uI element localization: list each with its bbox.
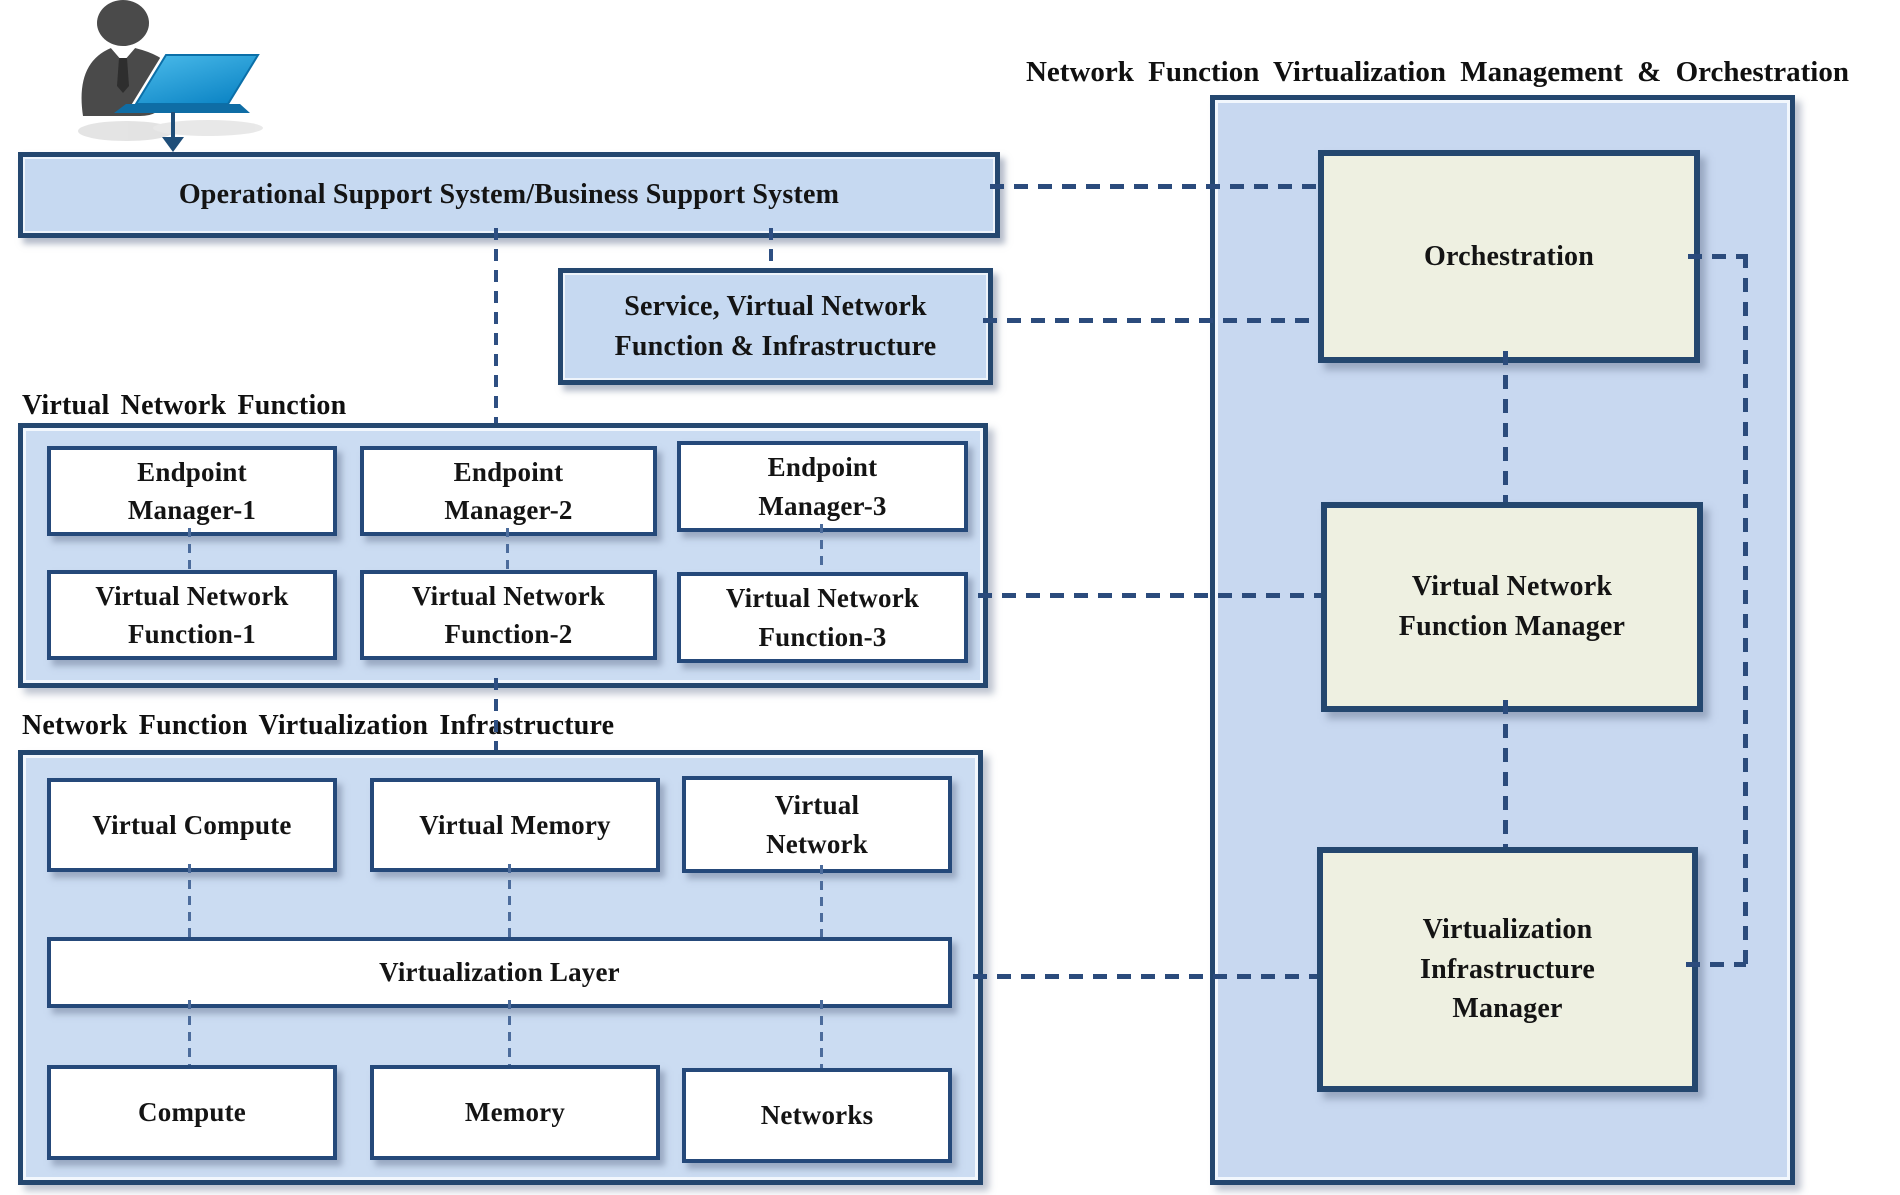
compute-box: Compute <box>47 1065 337 1160</box>
endpoint-manager-3-box: Endpoint Manager-3 <box>677 441 968 532</box>
orchestration-elbow-horizontal-dashed-line <box>1688 254 1748 259</box>
virtual-compute-box: Virtual Compute <box>47 778 337 872</box>
virtualization-layer-box: Virtualization Layer <box>47 937 952 1008</box>
vnf3-line1: Virtual Network <box>725 583 920 614</box>
virtual-network-function-1-box: Virtual Network Function-1 <box>47 570 337 660</box>
nfvi-to-vim-dashed-line <box>973 974 1317 979</box>
service-box-line2: Function & Infrastructure <box>614 330 937 362</box>
virtual-network-line1: Virtual <box>774 790 860 821</box>
mano-title: Network Function Virtualization Manageme… <box>1025 56 1849 88</box>
service-box-line1: Service, Virtual Network <box>624 290 927 322</box>
orchestration-to-vnfm-dashed-line <box>1503 351 1508 502</box>
vnfm-to-vim-dashed-line <box>1503 700 1508 847</box>
vim-line3: Manager <box>1452 993 1563 1025</box>
vnf2-line2: Function-2 <box>444 619 573 649</box>
vim-line1: Virtualization <box>1422 913 1593 945</box>
vcompute-to-vlayer-dashed-line <box>188 864 191 937</box>
admin-user-icon <box>78 0 265 141</box>
nfvi-section-label: Network Function Virtualization Infrastr… <box>22 710 615 741</box>
virtual-network-box: Virtual Network <box>682 776 952 873</box>
vmemory-to-vlayer-dashed-line <box>508 864 511 937</box>
oss-to-orchestration-dashed-line <box>990 184 1318 189</box>
arrow-down-icon <box>162 137 184 152</box>
vim-elbow-horizontal-dashed-line <box>1686 962 1746 967</box>
vnf-to-nfvi-dashed-line <box>494 678 498 750</box>
virtual-network-function-3-box: Virtual Network Function-3 <box>677 572 968 663</box>
virtual-memory-label: Virtual Memory <box>419 809 611 840</box>
orchestration-label: Orchestration <box>1423 240 1595 272</box>
em1-line1: Endpoint <box>137 456 247 487</box>
oss-bss-box: Operational Support System/Business Supp… <box>18 152 1000 238</box>
memory-box: Memory <box>370 1065 660 1160</box>
virtualization-infrastructure-manager-box: Virtualization Infrastructure Manager <box>1317 847 1698 1092</box>
oss-to-service-dashed-line <box>769 228 773 268</box>
vlayer-to-compute-dashed-line <box>188 1000 191 1065</box>
service-vnf-infrastructure-box: Service, Virtual Network Function & Infr… <box>558 268 993 385</box>
vim-line2: Infrastructure <box>1420 953 1595 985</box>
endpoint-manager-1-box: Endpoint Manager-1 <box>47 446 337 536</box>
endpoint-manager-2-box: Endpoint Manager-2 <box>360 446 657 536</box>
orchestration-to-vim-vertical-dashed-line <box>1743 254 1748 966</box>
em2-line2: Manager-2 <box>444 495 573 525</box>
vlayer-to-memory-dashed-line <box>508 1000 511 1065</box>
virtual-compute-label: Virtual Compute <box>92 809 292 840</box>
vnfm-line1: Virtual Network <box>1411 571 1613 603</box>
virtual-network-function-2-box: Virtual Network Function-2 <box>360 570 657 660</box>
vlayer-to-networks-dashed-line <box>820 1000 823 1068</box>
vnf3-line2: Function-3 <box>758 621 887 652</box>
virtual-memory-box: Virtual Memory <box>370 778 660 872</box>
vnf1-line1: Virtual Network <box>95 580 289 611</box>
oss-to-vnf-dashed-line <box>494 228 498 423</box>
em1-to-vnf1-dashed-line <box>188 528 191 570</box>
networks-box: Networks <box>682 1068 952 1163</box>
oss-bss-label: Operational Support System/Business Supp… <box>178 179 840 211</box>
em3-line1: Endpoint <box>767 452 878 483</box>
virtualization-layer-label: Virtualization Layer <box>379 957 620 988</box>
vnf2-line1: Virtual Network <box>411 580 606 611</box>
user-to-oss-arrow <box>171 112 175 138</box>
vnetwork-to-vlayer-dashed-line <box>820 865 823 937</box>
networks-label: Networks <box>760 1100 874 1131</box>
vnf1-line2: Function-1 <box>127 619 256 649</box>
em2-line1: Endpoint <box>453 456 564 487</box>
em3-to-vnf3-dashed-line <box>820 524 823 572</box>
vnf-section-label: Virtual Network Function <box>22 390 347 421</box>
vnf-to-vnf-manager-dashed-line <box>978 593 1321 598</box>
virtual-network-line2: Network <box>766 828 868 859</box>
orchestration-box: Orchestration <box>1318 150 1700 363</box>
memory-label: Memory <box>464 1097 566 1128</box>
vnf-manager-box: Virtual Network Function Manager <box>1321 502 1703 712</box>
em1-line2: Manager-1 <box>127 495 257 525</box>
service-to-orchestration-dashed-line <box>983 318 1318 323</box>
em2-to-vnf2-dashed-line <box>506 528 509 570</box>
em3-line2: Manager-3 <box>758 490 887 521</box>
compute-label: Compute <box>138 1097 246 1128</box>
vnfm-line2: Function Manager <box>1398 611 1626 642</box>
